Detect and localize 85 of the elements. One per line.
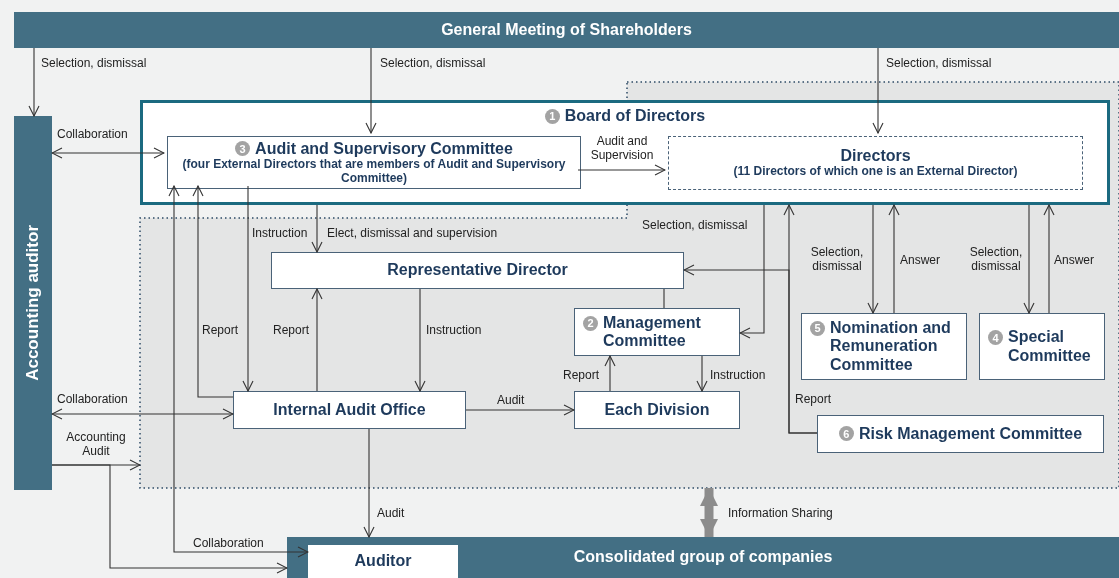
edge-label: Selection, dismissal xyxy=(41,56,147,71)
arrow xyxy=(414,288,426,392)
arrow xyxy=(604,355,616,392)
committee-box xyxy=(979,313,1105,380)
arrow xyxy=(363,428,375,538)
edge-label: Collaboration xyxy=(57,392,128,407)
node-title: Audit and Supervisory Committee xyxy=(255,139,513,158)
edge-label: Accounting Audit xyxy=(65,430,127,459)
edge-label: Instruction xyxy=(426,323,482,338)
edge-label: Report xyxy=(563,368,600,383)
node-title: Each Division xyxy=(604,400,710,420)
process-box xyxy=(233,391,466,429)
edge-label: Answer xyxy=(900,253,940,268)
node-title: Management Committee xyxy=(603,313,702,351)
number-badge: 2 xyxy=(583,315,598,331)
edge-label: Collaboration xyxy=(193,536,264,551)
node-title: Special Committee xyxy=(1008,328,1092,365)
edge-label: Selection, dismissal xyxy=(380,56,486,71)
node-title: Directors xyxy=(840,146,911,166)
edge-label: Answer xyxy=(1054,253,1094,268)
double-arrow xyxy=(700,488,718,537)
node-title: Auditor xyxy=(354,552,412,571)
auditor-box xyxy=(308,545,458,578)
edge-label: Instruction xyxy=(710,368,766,383)
edge-label: Elect, dismissal and supervision xyxy=(327,226,498,241)
edge-label: Selection, dismissal xyxy=(642,218,748,233)
edge-label: Audit and Supervision xyxy=(589,134,655,163)
node-title: Consolidated group of companies xyxy=(573,548,833,567)
connector-line xyxy=(663,288,665,309)
number-badge: 6 xyxy=(838,426,854,442)
arrow xyxy=(683,264,818,434)
arrow xyxy=(1043,204,1055,314)
committee-box xyxy=(817,415,1104,453)
directors-box xyxy=(668,136,1083,190)
arrow xyxy=(696,355,708,392)
arrow xyxy=(51,408,234,420)
edge-label: Report xyxy=(273,323,310,338)
arrow xyxy=(311,288,323,392)
node-title: Nomination and Remuneration Committee xyxy=(830,318,952,375)
node-subtitle: (four External Directors that are members of Audit and Supervisory Committee) xyxy=(181,157,567,186)
node-title: General Meeting of Shareholders xyxy=(441,20,692,40)
number-badge: 4 xyxy=(988,330,1003,346)
arrow xyxy=(168,185,309,558)
arrow xyxy=(1023,204,1035,314)
number-badge: 5 xyxy=(810,320,825,336)
arrow xyxy=(465,404,575,416)
committee-box xyxy=(574,308,740,356)
board-frame xyxy=(140,100,1110,205)
arrow xyxy=(311,204,323,253)
arrow xyxy=(51,464,288,574)
arrow xyxy=(888,204,900,314)
arrow xyxy=(242,185,254,392)
committee-box xyxy=(801,313,967,380)
arrow xyxy=(577,164,666,176)
node-subtitle: (11 Directors of which one is an External Director) xyxy=(733,165,1018,180)
arrow xyxy=(739,204,765,339)
process-box xyxy=(271,252,684,289)
edge-label: Selection, dismissal xyxy=(809,245,865,274)
number-badge: 1 xyxy=(544,108,560,124)
node-title: Internal Audit Office xyxy=(273,400,426,420)
arrow xyxy=(28,47,40,117)
arrow xyxy=(872,47,884,134)
edge-label: Report xyxy=(795,392,832,407)
edge-label: Audit xyxy=(377,506,405,521)
node-title: Board of Directors xyxy=(564,107,706,126)
process-box xyxy=(574,391,740,429)
node-title: Representative Director xyxy=(387,261,568,280)
header-band xyxy=(14,12,1119,48)
edge-label: Report xyxy=(202,323,239,338)
arrow xyxy=(51,147,165,159)
footer-band xyxy=(287,537,1119,578)
edge-label: Collaboration xyxy=(57,127,128,142)
node-title: Accounting auditor xyxy=(23,225,43,381)
node-title: Risk Management Committee xyxy=(858,424,1083,444)
arrow xyxy=(192,185,234,398)
number-badge: 3 xyxy=(235,141,251,157)
side-band xyxy=(14,116,52,490)
edge-label: Selection, dismissal xyxy=(886,56,992,71)
edge-label: Information Sharing xyxy=(728,506,833,521)
edge-label: Audit xyxy=(497,393,525,408)
arrow xyxy=(867,204,879,314)
committee-box xyxy=(167,136,581,189)
edge-label: Instruction xyxy=(252,226,308,241)
edge-label: Selection, dismissal xyxy=(968,245,1024,274)
arrow xyxy=(365,47,377,134)
